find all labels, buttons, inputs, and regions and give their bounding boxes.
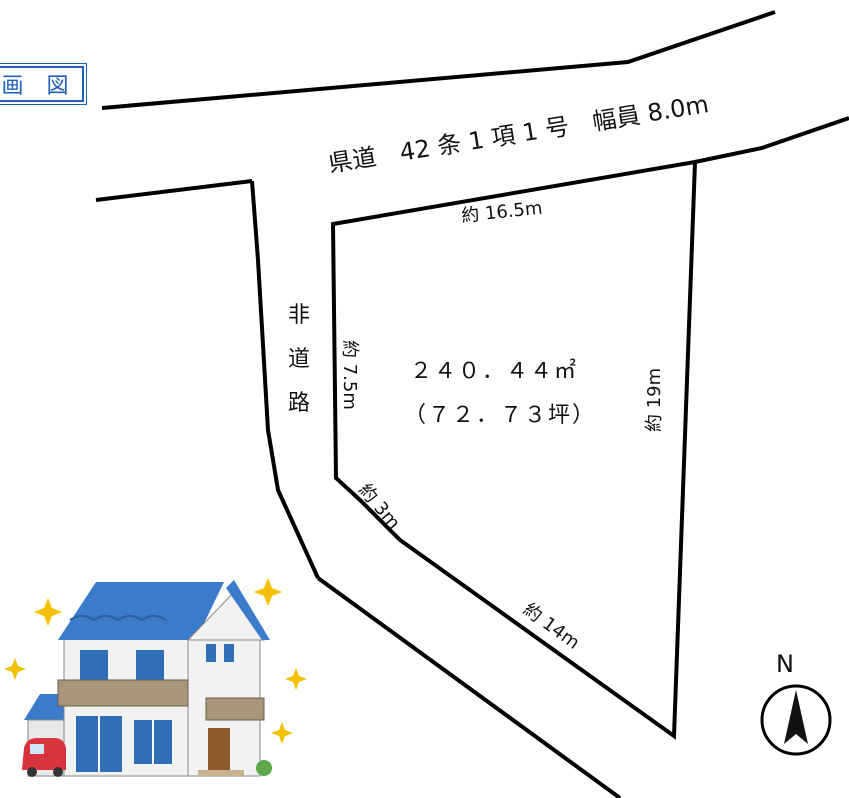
page-title: 画 図: [1, 74, 77, 99]
north-arrow-icon: [784, 690, 808, 744]
dimension-west: 約 7.5m: [339, 340, 360, 410]
compass: N: [760, 650, 832, 756]
side-path-char-3: 路: [288, 391, 310, 416]
house-illustration: [22, 580, 272, 777]
compass-label: N: [776, 650, 794, 678]
road-upper-edge: [101, 10, 776, 110]
title-box: 画 図: [0, 63, 87, 105]
southern-boundary: [316, 576, 622, 798]
car-icon: [22, 738, 66, 777]
dimension-east: 約 19m: [644, 368, 665, 432]
area-label: ２４０．４４㎡: [410, 358, 578, 384]
road-lower-edge: [95, 179, 253, 202]
dimension-corner: 約 3m: [354, 480, 404, 534]
sparkle-icon: [4, 578, 307, 744]
dimension-southwest: 約 14m: [519, 599, 583, 654]
side-path-char-2: 道: [288, 347, 310, 372]
road-lower-edge-right: [694, 116, 849, 164]
lot-boundary: [330, 159, 698, 740]
side-path-char-1: 非: [288, 303, 310, 328]
road-label: 県道 42 条 1 項 1 号 幅員 8.0m: [327, 90, 711, 178]
side-path-left-edge: [250, 180, 320, 579]
area-tsubo-label: （７２．７３坪）: [404, 403, 596, 428]
